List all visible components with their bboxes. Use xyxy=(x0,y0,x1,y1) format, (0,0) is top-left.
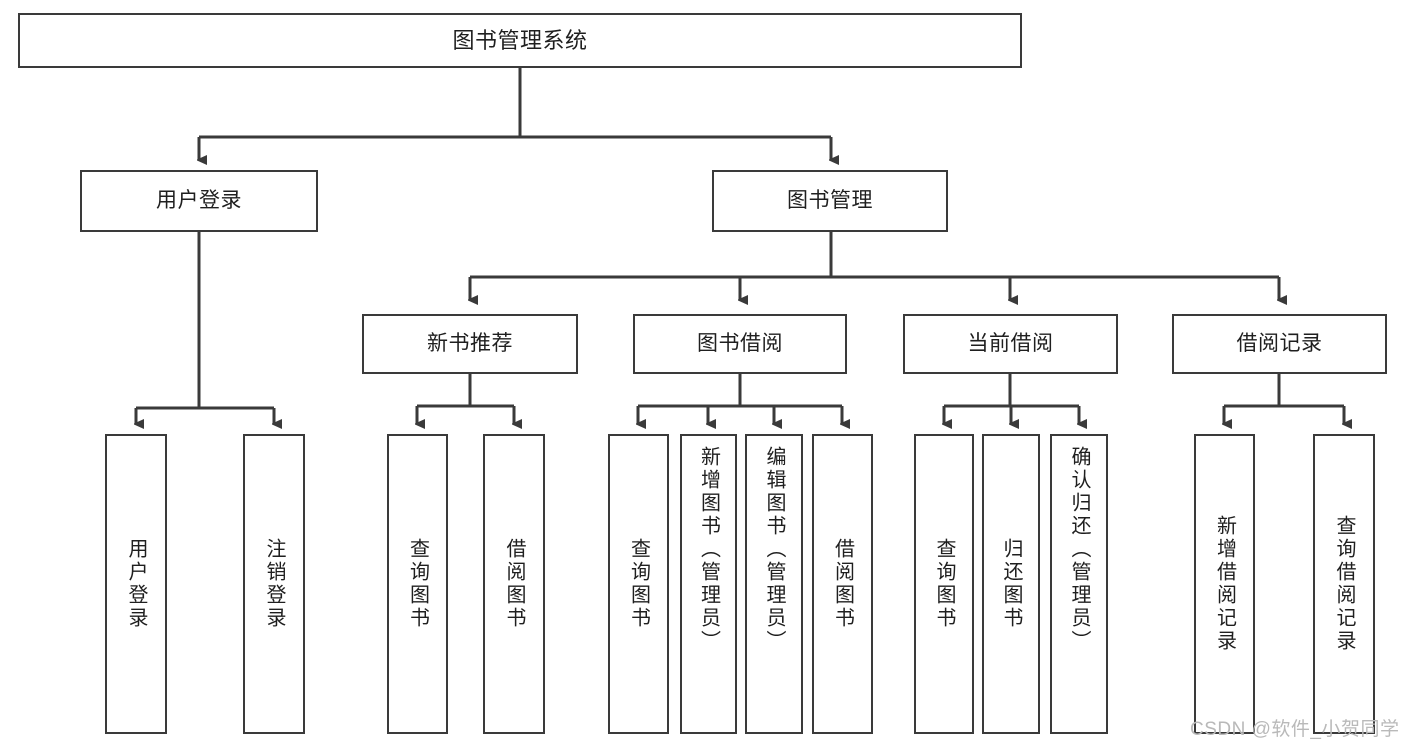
node-root[interactable]: 图书管理系统 xyxy=(18,13,1022,68)
node-user-login[interactable]: 用户登录 xyxy=(80,170,318,232)
leaf-query-book-borrow[interactable]: 查询图书 xyxy=(608,434,669,734)
leaf-user-login-label: 用户登录 xyxy=(125,538,147,630)
node-current-borrow[interactable]: 当前借阅 xyxy=(903,314,1118,374)
leaf-add-book-admin-label: 新增图书（管理员） xyxy=(697,446,720,653)
leaf-borrow-book-recommend[interactable]: 借阅图书 xyxy=(483,434,545,734)
node-user-login-label: 用户登录 xyxy=(156,188,242,212)
leaf-edit-book-admin[interactable]: 编辑图书（管理员） xyxy=(745,434,803,734)
leaf-add-borrow-record[interactable]: 新增借阅记录 xyxy=(1194,434,1255,734)
leaf-edit-book-admin-label: 编辑图书（管理员） xyxy=(763,446,785,653)
leaf-query-borrow-record-label: 查询借阅记录 xyxy=(1333,515,1355,653)
csdn-watermark: CSDN @软件_小贺同学 xyxy=(1190,719,1400,740)
leaf-lend-book[interactable]: 借阅图书 xyxy=(812,434,873,734)
leaf-confirm-return-admin[interactable]: 确认归还（管理员） xyxy=(1050,434,1108,734)
node-borrow-records[interactable]: 借阅记录 xyxy=(1172,314,1387,374)
leaf-query-book-recommend[interactable]: 查询图书 xyxy=(387,434,448,734)
node-book-management[interactable]: 图书管理 xyxy=(712,170,948,232)
leaf-query-book-current[interactable]: 查询图书 xyxy=(914,434,974,734)
leaf-user-login[interactable]: 用户登录 xyxy=(105,434,167,734)
leaf-return-book[interactable]: 归还图书 xyxy=(982,434,1040,734)
node-new-book-recommend[interactable]: 新书推荐 xyxy=(362,314,578,374)
leaf-add-book-admin[interactable]: 新增图书（管理员） xyxy=(680,434,737,734)
node-borrow-records-label: 借阅记录 xyxy=(1236,331,1323,355)
node-book-borrow-label: 图书借阅 xyxy=(697,331,783,355)
leaf-logout[interactable]: 注销登录 xyxy=(243,434,305,734)
leaf-borrow-book-recommend-label: 借阅图书 xyxy=(503,538,525,630)
node-current-borrow-label: 当前借阅 xyxy=(967,331,1054,355)
node-new-book-recommend-label: 新书推荐 xyxy=(427,331,513,355)
leaf-lend-book-label: 借阅图书 xyxy=(831,538,854,630)
node-book-borrow[interactable]: 图书借阅 xyxy=(633,314,847,374)
leaf-return-book-label: 归还图书 xyxy=(1000,538,1022,630)
leaf-logout-label: 注销登录 xyxy=(263,538,285,630)
leaf-query-book-current-label: 查询图书 xyxy=(933,538,955,630)
leaf-add-borrow-record-label: 新增借阅记录 xyxy=(1213,515,1236,653)
node-book-management-label: 图书管理 xyxy=(787,188,873,212)
node-root-label: 图书管理系统 xyxy=(452,27,588,53)
leaf-query-book-recommend-label: 查询图书 xyxy=(406,538,429,630)
leaf-query-borrow-record[interactable]: 查询借阅记录 xyxy=(1313,434,1375,734)
leaf-query-book-borrow-label: 查询图书 xyxy=(627,538,650,630)
leaf-confirm-return-admin-label: 确认归还（管理员） xyxy=(1068,446,1090,653)
